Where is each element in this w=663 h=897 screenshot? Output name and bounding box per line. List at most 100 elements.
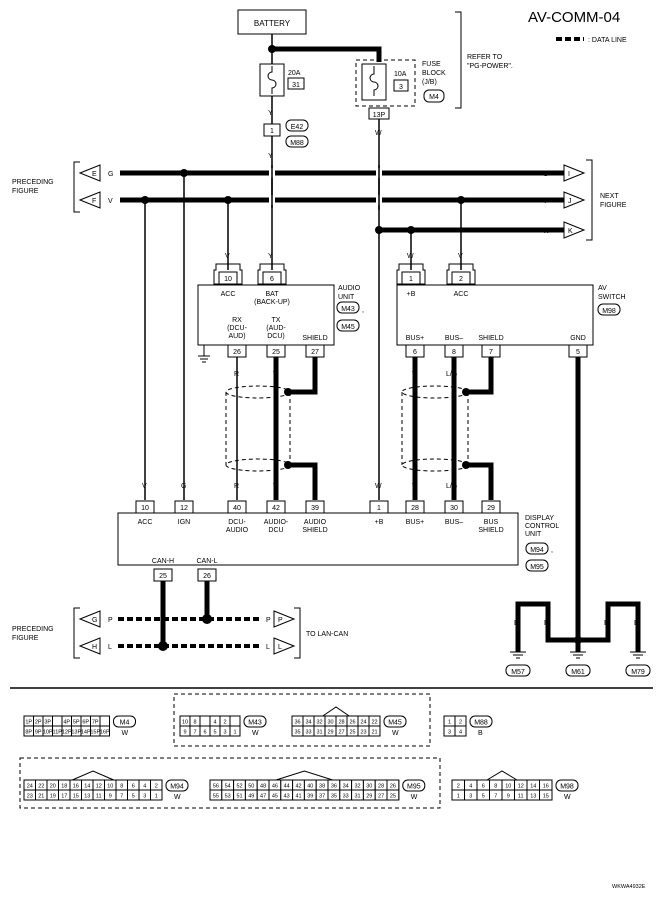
pin-number: 42 — [272, 505, 280, 512]
cavity-number: 12 — [518, 784, 524, 790]
comma: , — [362, 307, 364, 314]
cavity-number: 30 — [327, 720, 333, 726]
cavity-number: 1 — [457, 794, 460, 800]
connector-color: W — [252, 730, 259, 737]
wire-color: W — [375, 130, 382, 137]
wire-color: V — [273, 371, 278, 378]
cavity-number: 3 — [143, 794, 146, 800]
cavity-number: 43 — [284, 794, 290, 800]
cavity-number: 29 — [327, 730, 333, 736]
connector-tab — [275, 770, 333, 781]
arrow-label: H — [92, 644, 97, 651]
connector-tab — [486, 770, 518, 781]
cavity-number: 28 — [378, 784, 384, 790]
cavity-number: 6 — [203, 730, 206, 736]
cavity-number: 1P — [25, 720, 32, 726]
wire-color: R — [234, 371, 239, 378]
cavity-number: 7 — [193, 730, 196, 736]
cavity-number: 3 — [223, 730, 226, 736]
wire-color: V — [225, 253, 230, 260]
conn-e42: E42 — [291, 124, 304, 131]
cavity-number: 13P — [71, 730, 81, 736]
cavity-number: 7 — [494, 794, 497, 800]
cavity-number: 20 — [50, 784, 56, 790]
connector-color: B — [478, 730, 483, 737]
cavity-number: 24 — [27, 784, 33, 790]
cavity-number: 5 — [132, 794, 135, 800]
cavity-number: 2 — [155, 784, 158, 790]
cavity-number: 33 — [343, 794, 349, 800]
connector-color: W — [411, 794, 418, 801]
wire-color: W — [375, 483, 382, 490]
cavity-number: 52 — [236, 784, 242, 790]
cavity-number: 6 — [132, 784, 135, 790]
fuse-20a-rating: 20A — [288, 70, 301, 77]
cavity-number: 9 — [507, 794, 510, 800]
connector-cavity — [229, 725, 241, 737]
pin-number: 40 — [233, 505, 241, 512]
cavity-number: 5 — [482, 794, 485, 800]
wire-color: L/G — [446, 483, 457, 490]
conn-m88: M88 — [290, 140, 304, 147]
cavity-number: 23 — [27, 794, 33, 800]
cavity-number: 11P — [53, 730, 63, 736]
pin-label: BUS+ — [406, 519, 424, 526]
cavity-number: 50 — [248, 784, 254, 790]
pin-number: 1 — [377, 505, 381, 512]
cavity-number: 2P — [35, 720, 42, 726]
connector-id: M45 — [388, 720, 402, 727]
arrow-label: K — [568, 228, 573, 235]
wire-color: B — [544, 620, 549, 627]
display-control-unit — [117, 512, 519, 566]
connector-cavity — [454, 725, 467, 737]
fuse-num: 3 — [399, 84, 403, 91]
ground-m61: M61 — [571, 669, 585, 676]
cavity-number: 35 — [331, 794, 337, 800]
connector-id-oval — [165, 779, 189, 792]
arrow-k — [563, 221, 586, 239]
wire-color: V — [543, 198, 548, 205]
cavity-number: 40 — [307, 784, 313, 790]
connector-cavity — [199, 715, 211, 727]
cavity-number: 9 — [183, 730, 186, 736]
connector-color: W — [174, 794, 181, 801]
cavity-number: 53 — [225, 794, 231, 800]
pin-e42: 1 — [270, 128, 274, 135]
wire-color: G — [543, 171, 548, 178]
cavity-number: 6P — [82, 720, 89, 726]
connector-cavity — [150, 789, 163, 801]
cavity-number: 45 — [272, 794, 278, 800]
cavity-number: 32 — [354, 784, 360, 790]
cavity-number: 26 — [349, 720, 355, 726]
pin-number: 2 — [459, 276, 463, 283]
arrow-i — [563, 164, 586, 182]
pin-label: ACC — [221, 291, 236, 298]
cavity-number: 56 — [213, 784, 219, 790]
cavity-number: 55 — [213, 794, 219, 800]
cavity-number: 36 — [294, 720, 300, 726]
wire-color: V — [412, 483, 417, 490]
wire-color: V — [273, 483, 278, 490]
cavity-number: 3P — [44, 720, 51, 726]
cavity-number: 15 — [543, 794, 549, 800]
wire-color: Y — [268, 253, 273, 260]
connector-tab — [322, 706, 350, 717]
pin-label: +B — [375, 519, 384, 526]
pin-number: 5 — [576, 349, 580, 356]
ground-m57: M57 — [511, 669, 525, 676]
cavity-number: 19 — [50, 794, 56, 800]
conn-m98: M98 — [602, 308, 616, 315]
arrow-label: I — [568, 171, 570, 178]
arrow-h — [78, 637, 101, 655]
pin-number: 39 — [311, 505, 319, 512]
pin-number: 26 — [203, 573, 211, 580]
pin-number: 25 — [272, 349, 280, 356]
pin-label: CAN-L — [196, 558, 217, 565]
pin-number: 10 — [224, 276, 232, 283]
connector-color: W — [392, 730, 399, 737]
cavity-number: 13 — [530, 794, 536, 800]
cavity-number: 25 — [349, 730, 355, 736]
cavity-number: 9P — [35, 730, 42, 736]
